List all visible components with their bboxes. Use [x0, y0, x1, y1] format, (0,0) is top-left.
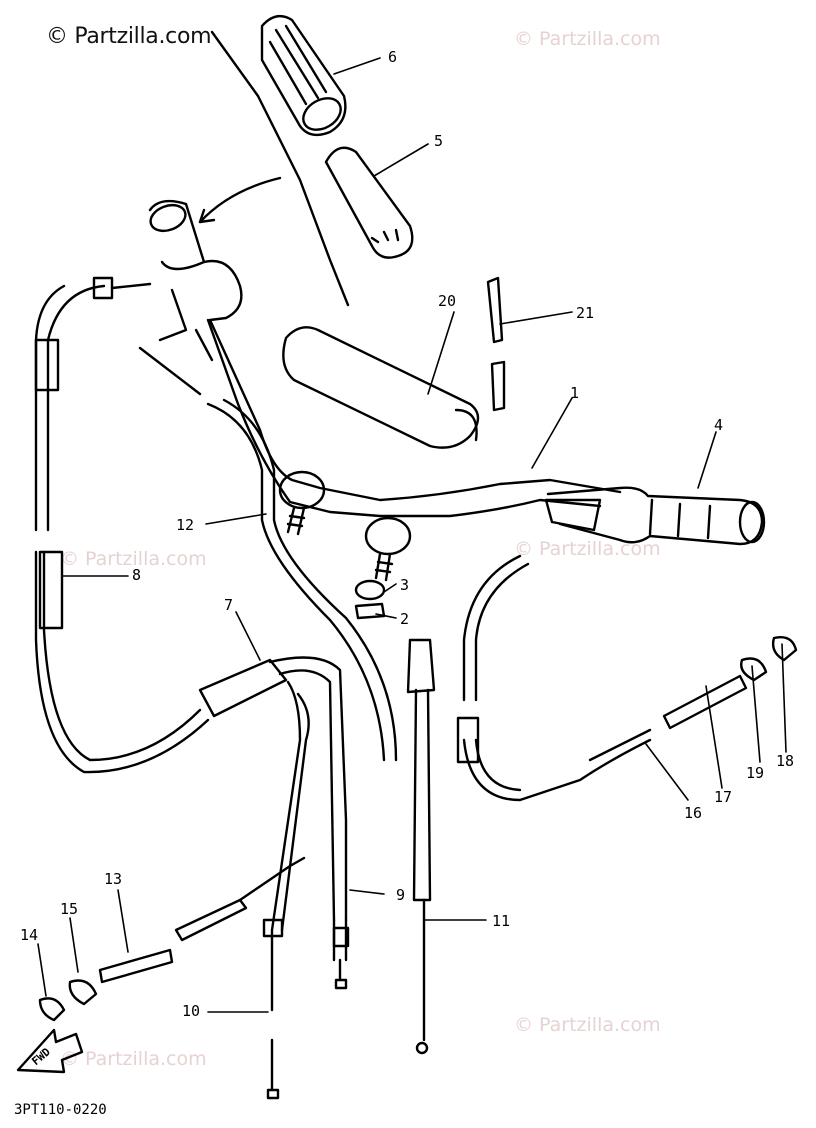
callout-4: 4: [714, 416, 723, 434]
watermark-main: © Partzilla.com: [46, 24, 212, 49]
callout-16: 16: [684, 804, 702, 822]
cable-11: [406, 638, 436, 1055]
callout-11: 11: [492, 912, 510, 930]
callout-2: 2: [400, 610, 409, 628]
tube-5: [324, 146, 414, 259]
watermark-faded: © Partzilla.com: [514, 538, 661, 560]
cable-10: [262, 918, 284, 1100]
callout-9: 9: [396, 886, 405, 904]
callout-5: 5: [434, 132, 443, 150]
callout-8: 8: [132, 566, 141, 584]
cable-12: [138, 346, 398, 762]
callout-7: 7: [224, 596, 233, 614]
cable-8: [34, 276, 210, 774]
bar-end-leader: [210, 30, 350, 307]
watermark-faded: © Partzilla.com: [60, 548, 207, 570]
callout-20: 20: [438, 292, 456, 310]
callout-21: 21: [576, 304, 594, 322]
handlebar-1: [148, 199, 622, 518]
cap-14: [38, 997, 66, 1022]
fwd-label: FWD: [29, 1045, 53, 1068]
callout-12: 12: [176, 516, 194, 534]
watermark-faded: © Partzilla.com: [514, 28, 661, 50]
callout-6: 6: [388, 48, 397, 66]
callout-labels: 1 2 3 4 5 6 7 8 9 10 11 12 13 14 15 16 1…: [20, 48, 794, 1068]
callout-15: 15: [60, 900, 78, 918]
cable-7: [198, 656, 348, 1012]
holder-left: [278, 470, 326, 536]
watermark-faded: © Partzilla.com: [60, 1048, 207, 1070]
fwd-arrow: [16, 1028, 84, 1074]
assembly-arrow: [198, 176, 282, 224]
cable-16: [456, 554, 652, 802]
callout-17: 17: [714, 788, 732, 806]
callout-19: 19: [746, 764, 764, 782]
watermark-faded: © Partzilla.com: [514, 1014, 661, 1036]
callout-13: 13: [104, 870, 122, 888]
lever-21: [486, 276, 506, 412]
grip-20: [282, 326, 480, 449]
cap-18: [771, 636, 798, 662]
washer-3: [354, 579, 386, 601]
cable-9: [332, 918, 350, 990]
leader-lines: [37, 57, 787, 1013]
cap-15: [68, 979, 98, 1006]
callout-18: 18: [776, 752, 794, 770]
callout-14: 14: [20, 926, 38, 944]
callout-3: 3: [400, 576, 409, 594]
throttle-housing: [544, 498, 602, 532]
holder-right: [364, 516, 412, 582]
callout-1: 1: [570, 384, 579, 402]
diagram-code: 3PT110-0220: [14, 1102, 107, 1118]
cable-13: [98, 856, 306, 984]
spring-17: [662, 674, 748, 730]
grip-4: [546, 486, 766, 546]
grip-6: [260, 14, 347, 137]
nut-2: [354, 602, 386, 620]
cap-19: [740, 657, 768, 682]
callout-10: 10: [182, 1002, 200, 1020]
